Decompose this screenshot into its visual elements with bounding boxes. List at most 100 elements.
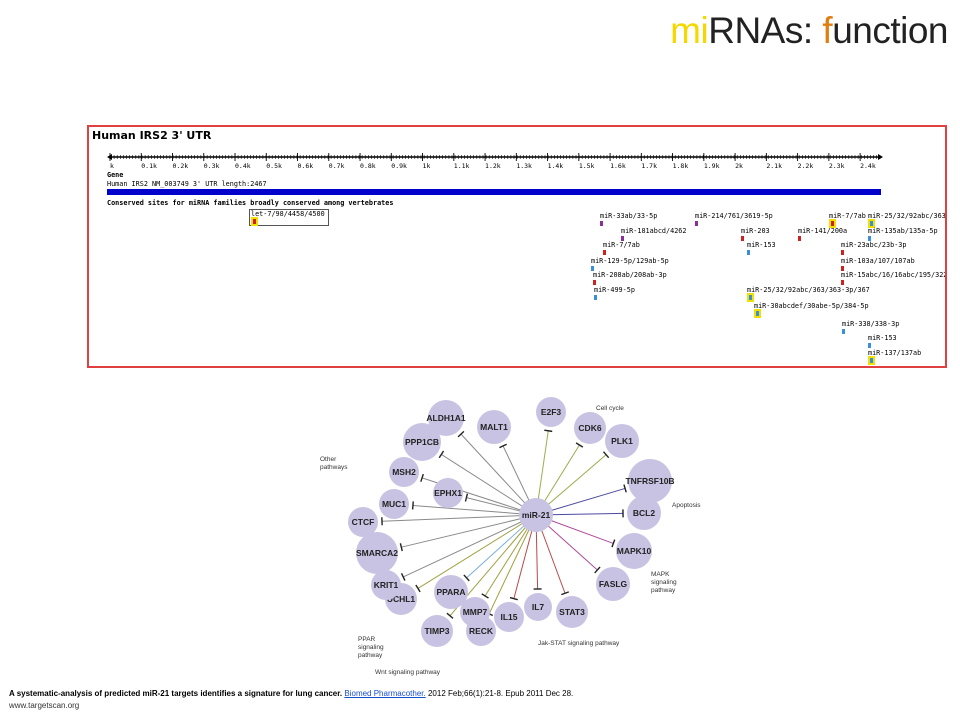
mirna-site-label: miR-203 [741,227,770,235]
node-circle [628,459,672,503]
node-label: MSH2 [392,467,416,477]
network-node[interactable]: EPHX1 [433,478,463,508]
node-label: CDK6 [578,423,601,433]
mirna-site-label: miR-15abc/16/16abc/195/322 [841,271,947,279]
scale-tick-label: 0.8k [360,162,376,170]
inhibition-bar [463,574,470,582]
mirna-site-label: miR-137/137ab [868,349,922,357]
network-node[interactable]: CTCF [348,507,378,537]
pathway-group-label: Apoptosis [672,502,701,509]
mirna-site-label: miR-181abcd/4262 [621,227,687,235]
scale-tick-label: 0.9k [391,162,407,170]
center-node-label: miR-21 [522,510,551,520]
mirna-site[interactable]: miR-208ab/208ab-3p [593,271,667,285]
network-node[interactable]: PPP1CB [403,423,441,461]
node-label: IL15 [500,612,517,622]
mirna-site[interactable]: miR-25/32/92abc/363/363-3p/367 [747,286,870,302]
mirna-site-marker [747,250,750,255]
network-node[interactable]: TNFRSF10B [625,459,675,503]
mirna-site[interactable]: miR-23abc/23b-3p [841,241,906,255]
mirna-site[interactable]: miR-338/338-3p [842,320,899,334]
node-label: PLK1 [611,436,633,446]
node-circle [556,596,588,628]
node-circle [421,615,453,647]
mirna-site-label: miR-135ab/135a-5p [868,227,938,235]
node-circle [356,532,398,574]
network-node[interactable]: MSH2 [389,457,419,487]
inhibition-bar [594,566,601,574]
mirna-site[interactable]: miR-214/761/3619-5p [695,212,773,226]
mirna-site-label: miR-338/338-3p [842,320,900,328]
mirna-site[interactable]: miR-25/32/92abc/363 [868,212,946,228]
gene-info: Human IRS2 NM_003749 3' UTR length:2467 [107,180,267,188]
mirna-site[interactable]: miR-181abcd/4262 [621,227,686,241]
scale-tick-label: 1.8k [673,162,689,170]
inhibition-bar [457,430,465,438]
mirna-site[interactable]: miR-7/7ab [603,241,640,255]
network-node[interactable]: PPARA [434,575,468,609]
citation: A systematic-analysis of predicted miR-2… [9,688,573,712]
mirna-site[interactable]: miR-499-5p [594,286,635,300]
node-label: UCHL1 [387,594,416,604]
node-circle [494,602,524,632]
network-edge [412,504,537,516]
scale-tick-label: 0.4k [235,162,251,170]
node-circle [574,412,606,444]
mirna-site-label: miR-30abcdef/30abe-5p/384-5p [754,302,869,310]
scale-tick-label: 1k [423,162,431,170]
inhibition-bar [611,539,616,548]
mirna-site-label: miR-25/32/92abc/363 [868,212,946,220]
network-node[interactable]: ALDH1A1 [426,400,466,436]
mirna-site[interactable]: miR-141/200a [798,227,847,241]
network-node[interactable]: MALT1 [477,410,511,444]
mirna-site[interactable]: miR-135ab/135a-5p [868,227,938,241]
node-circle [428,400,464,436]
mirna-site[interactable]: miR-103a/107/107ab [841,257,915,271]
mirna-site-marker [251,217,258,226]
network-node[interactable]: MMP7 [460,597,490,627]
utr-title: Human IRS2 3' UTR [92,129,212,142]
center-node-mir21[interactable]: miR-21 [519,498,553,532]
mirna-site[interactable]: miR-137/137ab [868,349,922,365]
network-node[interactable]: MAPK10 [616,533,652,569]
node-label: BCL2 [633,508,655,518]
mirna-site[interactable]: miR-33ab/33-5p [600,212,657,226]
mirna-site[interactable]: let-7/98/4458/4500 [249,209,329,226]
mirna-site-label: let-7/98/4458/4500 [251,210,325,218]
inhibition-bar [623,484,627,493]
scale-tick-label: 1.7k [641,162,657,170]
network-node[interactable]: SMARCA2 [356,532,398,574]
mirna-site[interactable]: miR-15abc/16/16abc/195/322 [841,271,947,285]
network-node[interactable]: E2F3 [536,397,566,427]
citation-journal-link[interactable]: Biomed Pharmacother. [344,689,426,698]
network-node[interactable]: STAT3 [556,596,588,628]
scale-arrow-right [878,154,883,160]
network-node[interactable]: TIMP3 [421,615,453,647]
node-label: IL7 [532,602,545,612]
network-node[interactable]: IL15 [494,602,524,632]
mirna-site[interactable]: miR-153 [747,241,776,255]
network-node[interactable]: FASLG [596,567,630,601]
mirna-site-marker [600,221,603,226]
network-node[interactable]: BCL2 [627,496,661,530]
mirna-site[interactable]: miR-203 [741,227,770,241]
mirna-site[interactable]: miR-129-5p/129ab-5p [591,257,669,271]
mirna-site[interactable]: miR-30abcdef/30abe-5p/384-5p [754,302,869,318]
network-node[interactable]: IL7 [524,593,552,621]
mirna-site-label: miR-499-5p [594,286,635,294]
mirna-site[interactable]: miR-7/7ab [829,212,866,228]
mirna-site[interactable]: miR-153 [868,334,897,348]
mirna-site-marker [868,236,871,241]
scale-tick-label: 1.9k [704,162,720,170]
scale-tick-label: 0.6k [298,162,314,170]
network-node[interactable]: CDK6 [574,412,606,444]
mirna-site-marker [747,293,754,302]
network-node[interactable]: PLK1 [605,424,639,458]
scale-tick-label: 1.3k [516,162,532,170]
network-node[interactable]: MUC1 [379,489,409,519]
network-edge [403,514,537,578]
network-node[interactable]: KRIT1 [371,570,401,600]
center-node-circle [519,498,553,532]
node-circle [477,410,511,444]
